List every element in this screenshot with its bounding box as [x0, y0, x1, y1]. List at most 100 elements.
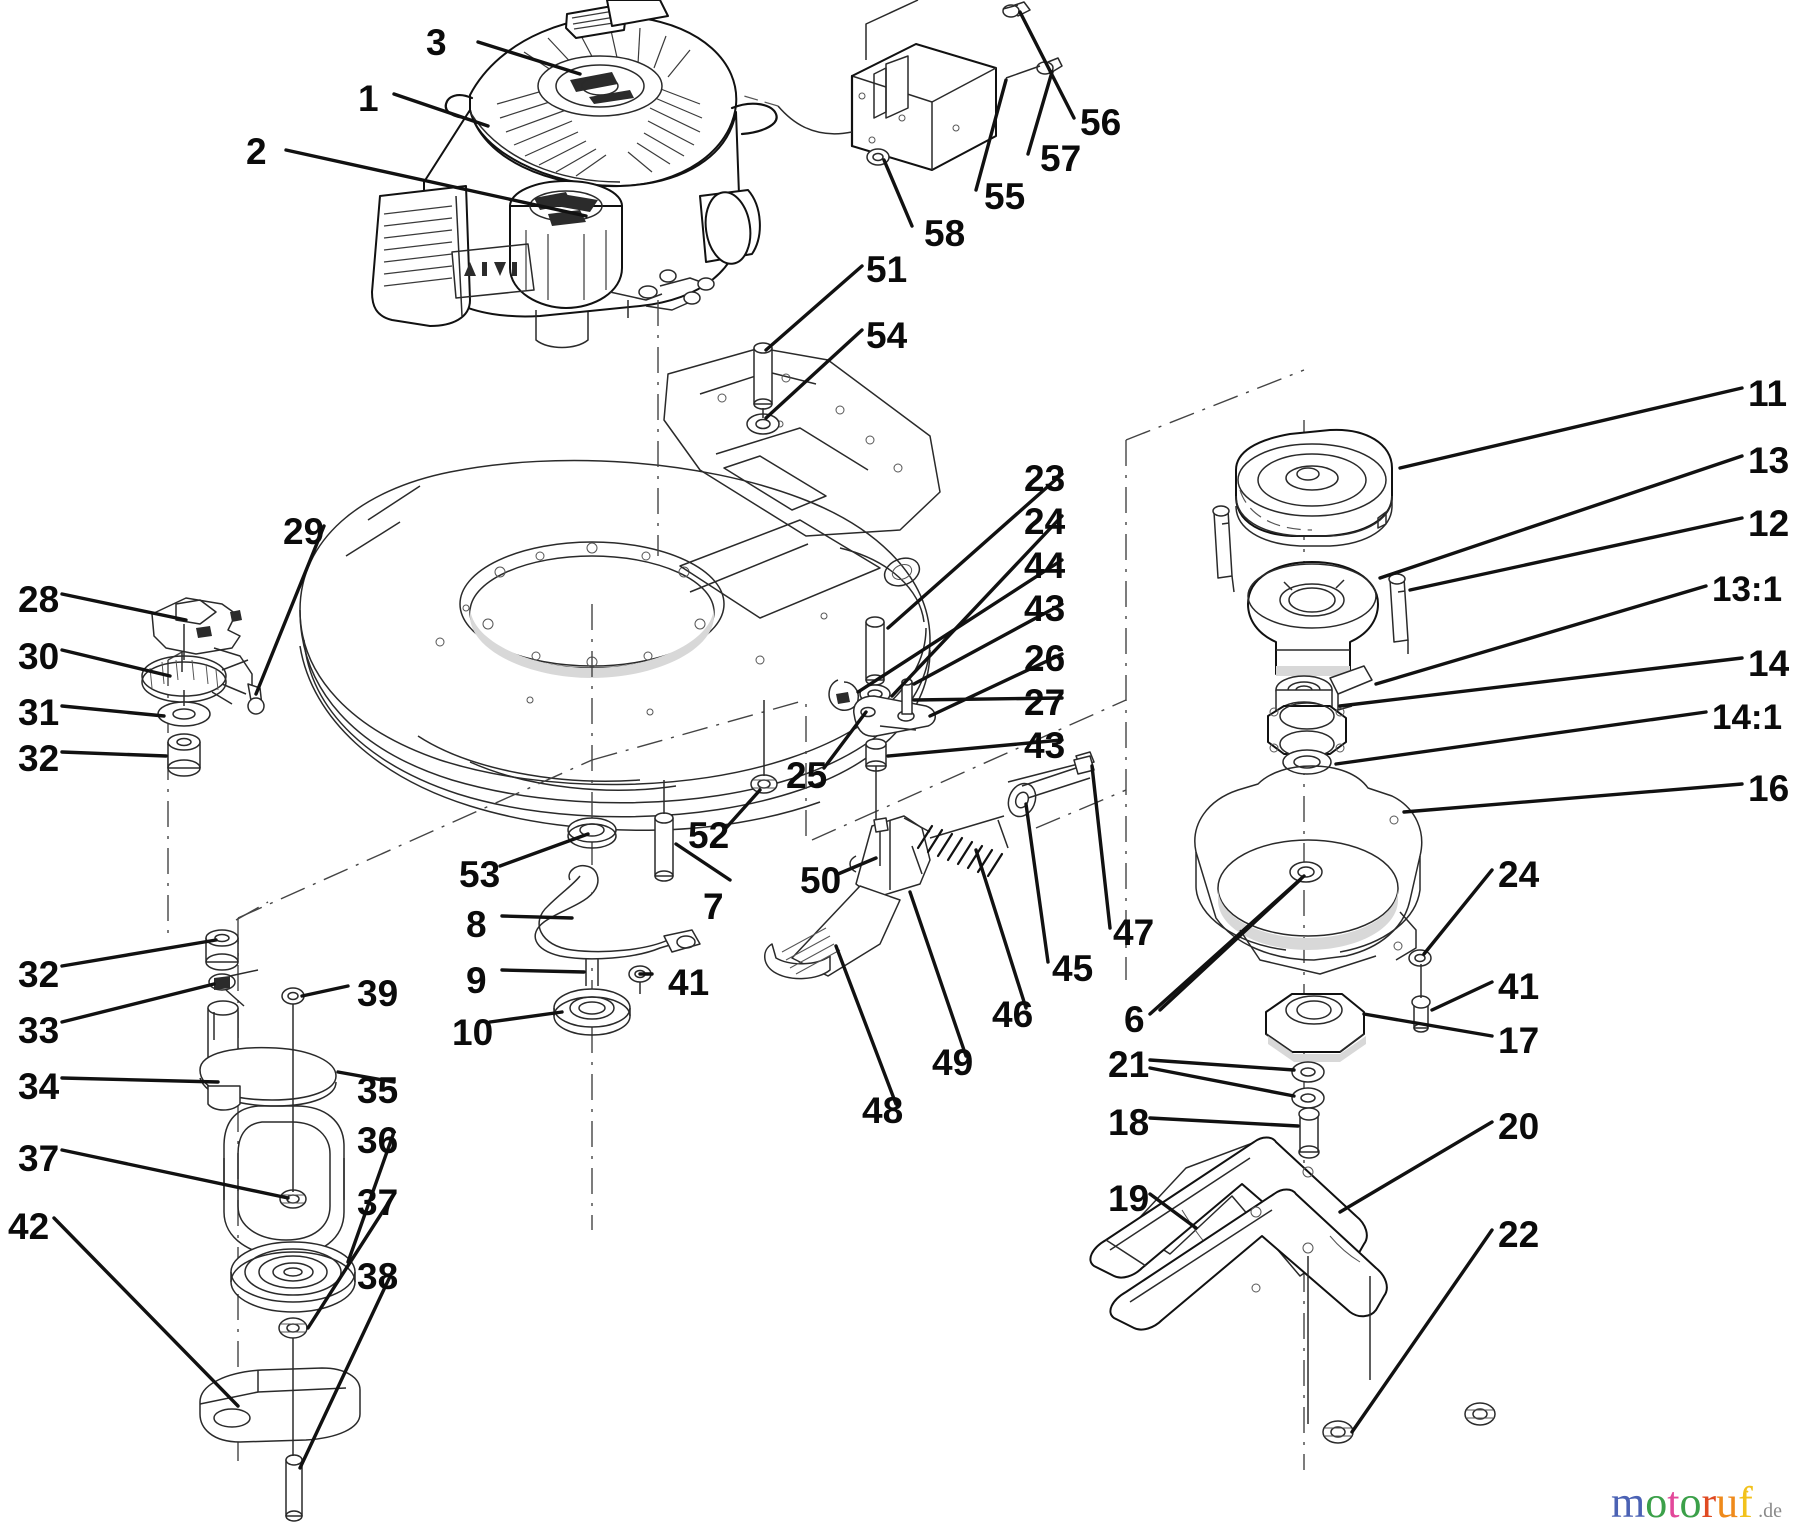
- callout-13: 13: [1748, 440, 1790, 481]
- watermark-letter-2: t: [1667, 1478, 1680, 1527]
- callout-28: 28: [18, 579, 60, 620]
- callout-9: 9: [466, 960, 487, 1001]
- bolt-51: [753, 342, 773, 410]
- bolt-41a: [628, 965, 652, 994]
- bolt-7: [654, 780, 674, 882]
- callout-57: 57: [1040, 138, 1082, 179]
- callout-27: 27: [1024, 682, 1066, 723]
- blade-20: [1109, 1188, 1388, 1331]
- callout-7: 7: [703, 886, 724, 927]
- callout-14: 14: [1748, 643, 1790, 684]
- nut-22a: [1322, 1420, 1354, 1444]
- callout-44: 44: [1024, 545, 1066, 586]
- watermark-letter-5: u: [1716, 1478, 1739, 1527]
- blade-adapter-17: [1265, 993, 1366, 1062]
- bolt-12b: [1212, 505, 1235, 593]
- callout-54: 54: [866, 315, 908, 356]
- callout-42: 42: [8, 1206, 50, 1247]
- link-rod-50: [849, 817, 889, 873]
- bushing-32: [167, 733, 201, 777]
- belt-35: [223, 1105, 345, 1257]
- brake-lever-assembly: [764, 755, 1095, 980]
- callout-37: 37: [18, 1138, 60, 1179]
- bolt-38: [285, 1454, 303, 1522]
- callout-17: 17: [1498, 1020, 1540, 1061]
- callout-22: 22: [1498, 1214, 1540, 1255]
- washer-53: [567, 817, 617, 849]
- callout-13-1: 13:1: [1712, 570, 1783, 609]
- washer-24b: [1408, 949, 1432, 967]
- callout-11: 11: [1748, 373, 1788, 414]
- leader-lines: [52, 10, 1744, 1470]
- callout-26: 26: [1024, 638, 1066, 679]
- callout-32: 32: [18, 738, 60, 779]
- idler-arm-assembly: [199, 929, 361, 1522]
- belt-drive-column: [1089, 428, 1496, 1444]
- watermark-letter-0: m: [1611, 1478, 1646, 1527]
- spring-washer-30: [141, 655, 249, 705]
- callout-12: 12: [1748, 503, 1790, 544]
- callout-19: 19: [1108, 1178, 1150, 1219]
- engine-assembly: [371, 0, 778, 349]
- nut-52: [750, 700, 778, 794]
- callout-45: 45: [1052, 948, 1094, 989]
- callout-24: 24: [1024, 501, 1066, 542]
- callout-8: 8: [466, 904, 487, 945]
- callout-21: 21: [1108, 1044, 1150, 1085]
- callout-46: 46: [992, 994, 1034, 1035]
- callout-43: 43: [1024, 725, 1066, 766]
- callout-53: 53: [459, 854, 501, 895]
- callout-18: 18: [1108, 1102, 1150, 1143]
- callout-51: 51: [866, 249, 908, 290]
- key-13-1: [1329, 665, 1373, 711]
- callout-43: 43: [1024, 588, 1066, 629]
- callout-58: 58: [924, 213, 966, 254]
- callout-35: 35: [357, 1070, 399, 1111]
- callout-25: 25: [786, 755, 828, 796]
- bolt-41b: [1411, 964, 1431, 1033]
- brake-cam-assembly: [141, 597, 265, 777]
- blade-brake-column: [534, 342, 780, 1036]
- spacer-9: [585, 958, 599, 986]
- cable-47: [1021, 755, 1095, 799]
- callout-32: 32: [18, 954, 60, 995]
- cover-11: [1235, 428, 1393, 547]
- nut-37a: [279, 1189, 307, 1209]
- bolt-18: [1298, 1107, 1320, 1159]
- callout-24: 24: [1498, 854, 1540, 895]
- washer-54: [746, 408, 780, 435]
- callout-41: 41: [668, 962, 710, 1003]
- callout-38: 38: [357, 1256, 399, 1297]
- nut-22b: [1464, 1402, 1496, 1426]
- callout-47: 47: [1113, 912, 1155, 953]
- bushing-32b: [205, 929, 239, 971]
- nut-37b: [278, 1317, 308, 1339]
- callout-56: 56: [1080, 102, 1122, 143]
- control-bracket-assembly: [743, 0, 1063, 171]
- washer-45: [1007, 782, 1037, 818]
- washers-21: [1291, 1061, 1325, 1109]
- callout-33: 33: [18, 1010, 60, 1051]
- callout-29: 29: [283, 511, 325, 552]
- callout-55: 55: [984, 176, 1026, 217]
- callout-31: 31: [18, 692, 60, 733]
- clip-44: [828, 679, 860, 711]
- watermark-letter-3: o: [1679, 1478, 1702, 1527]
- callout-49: 49: [932, 1042, 974, 1083]
- callout-23: 23: [1024, 458, 1066, 499]
- watermark-letter-6: f: [1738, 1478, 1753, 1527]
- callout-3: 3: [426, 22, 447, 63]
- callout-37: 37: [357, 1182, 399, 1223]
- bearing-housing-14-1: [1267, 702, 1347, 775]
- handle-48: [764, 885, 901, 980]
- pulley-36: [230, 1241, 356, 1313]
- blade-housing-16: [1194, 765, 1423, 975]
- callout-50: 50: [800, 860, 842, 901]
- brake-arm-8: [534, 864, 701, 960]
- base-plate-42: [199, 1367, 361, 1443]
- callout-30: 30: [18, 636, 60, 677]
- callout-2: 2: [246, 131, 267, 172]
- pulley-13: [1247, 561, 1379, 676]
